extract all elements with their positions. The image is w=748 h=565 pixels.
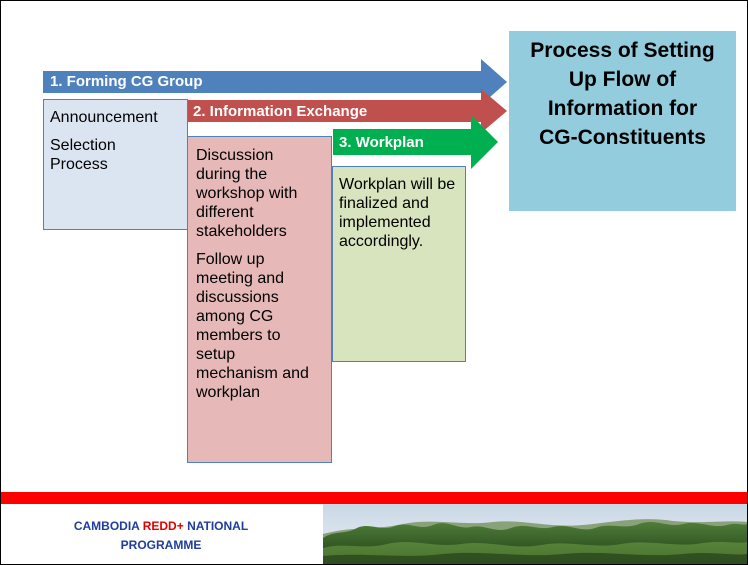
- step-3-item: Workplan will be finalized and implement…: [339, 176, 456, 250]
- step-2-box: Discussion during the workshop with diff…: [187, 136, 332, 463]
- arrow-step-1: [43, 59, 507, 105]
- forest-image: [323, 504, 747, 564]
- diagram-title: Process of Setting Up Flow of Informatio…: [509, 31, 736, 211]
- footer-line-2: PROGRAMME: [120, 538, 202, 552]
- step-1-item: Selection Process: [50, 137, 116, 173]
- title-line: Information for: [547, 97, 698, 120]
- step-2-item: Follow up meeting and discussions among …: [196, 251, 309, 401]
- footer-red-bar: [1, 492, 747, 504]
- step-1-box: Announcement Selection Process: [43, 99, 188, 230]
- arrow-step-3: [333, 115, 498, 169]
- step-2-item: Discussion during the workshop with diff…: [196, 147, 298, 240]
- arrow-step-2: [187, 89, 507, 133]
- footer-text-right: NATIONAL: [183, 519, 249, 533]
- step-3-box: Workplan will be finalized and implement…: [332, 166, 466, 362]
- step-2-label: 2. Information Exchange: [193, 103, 368, 120]
- footer-text-left: CAMBODIA: [73, 519, 143, 533]
- footer-programme-name: CAMBODIA REDD+ NATIONAL PROGRAMME: [45, 517, 277, 555]
- step-1-item: Announcement: [50, 109, 158, 126]
- title-line: Up Flow of: [568, 68, 677, 91]
- title-line: CG-Constituents: [539, 126, 706, 149]
- title-line: Process of Setting: [530, 39, 715, 62]
- footer-line-1: CAMBODIA REDD+ NATIONAL: [45, 517, 277, 536]
- step-3-label: 3. Workplan: [339, 134, 424, 151]
- step-1-label: 1. Forming CG Group: [50, 73, 203, 90]
- footer-redd-highlight: REDD+: [142, 519, 184, 533]
